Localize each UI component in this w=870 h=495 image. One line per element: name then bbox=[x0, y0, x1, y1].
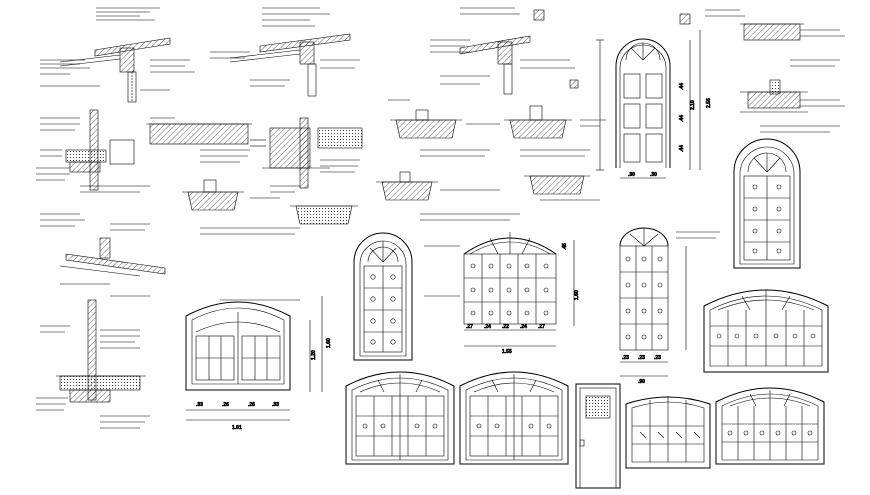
foundation-section-2 bbox=[740, 79, 845, 133]
grille-window-b: 1.60 .45 1.55 .27 .24 .22 .24 .27 bbox=[424, 232, 580, 355]
section-footing-1 bbox=[388, 99, 500, 157]
window-a-seg-2: .26 bbox=[222, 402, 229, 408]
window-b-height-label: 1.60 bbox=[574, 290, 580, 300]
window-a-seg-1: .33 bbox=[196, 402, 203, 408]
window-b-seg-2: .24 bbox=[484, 324, 491, 330]
arched-window-i bbox=[715, 387, 825, 465]
section-footing-6 bbox=[524, 175, 600, 201]
door-panel-width-label-2: .30 bbox=[650, 172, 657, 178]
section-column-detail bbox=[250, 117, 363, 189]
grille-window-c: .23 .23 .23 .90 bbox=[619, 227, 720, 385]
arched-window-g bbox=[459, 371, 569, 465]
section-strip-1 bbox=[146, 117, 252, 163]
section-footing-2 bbox=[504, 105, 606, 157]
door-panel-height-label-2: .44 bbox=[679, 115, 685, 122]
window-a-seg-4: .33 bbox=[272, 402, 279, 408]
door-panel-width-label-1: .30 bbox=[628, 172, 635, 178]
window-b-seg-5: .27 bbox=[538, 324, 545, 330]
wall-base-section bbox=[36, 109, 150, 193]
window-c-seg-2: .23 bbox=[638, 355, 645, 361]
window-c-seg-1: .23 bbox=[622, 355, 629, 361]
window-b-seg-3: .22 bbox=[502, 324, 509, 330]
window-b-seg-1: .27 bbox=[466, 324, 473, 330]
arched-window-d bbox=[733, 138, 801, 269]
roof-eave-section-2 bbox=[210, 7, 360, 97]
roof-eave-section-3 bbox=[430, 7, 579, 95]
panel-door: 2.10 2.56 .30 .30 .44 .44 .44 bbox=[596, 30, 712, 179]
door-panel-height-label-3: .44 bbox=[679, 145, 685, 152]
window-a-height-label: 1.20 bbox=[311, 350, 317, 360]
section-footing-5 bbox=[376, 171, 520, 221]
window-a-seg-3: .26 bbox=[248, 402, 255, 408]
roof-eave-section-1 bbox=[40, 7, 195, 103]
arched-window-h bbox=[625, 396, 711, 469]
window-a-width-label: 1.01 bbox=[232, 425, 242, 431]
window-a-total-height-label: 1.60 bbox=[326, 338, 332, 348]
window-c-width-label: .90 bbox=[638, 379, 645, 385]
window-b-seg-4: .24 bbox=[520, 324, 527, 330]
window-b-arch-label: .45 bbox=[562, 243, 568, 250]
flush-door bbox=[575, 383, 621, 489]
section-footing-4 bbox=[270, 185, 358, 225]
foundation-section-1 bbox=[679, 9, 845, 67]
arched-window-e bbox=[703, 289, 829, 373]
window-c-seg-3: .23 bbox=[654, 355, 661, 361]
arched-door-grille bbox=[353, 232, 413, 361]
section-footing-3 bbox=[182, 179, 300, 235]
window-b-width-label: 1.55 bbox=[502, 349, 512, 355]
door-panel-height-label-1: .44 bbox=[679, 83, 685, 90]
arched-window-a: 1.20 1.60 1.01 .33 .26 .26 .33 bbox=[185, 296, 332, 431]
column-base-section bbox=[36, 299, 150, 429]
arched-window-f bbox=[345, 371, 455, 465]
door-total-height-label: 2.10 bbox=[690, 100, 696, 110]
door-overall-height-label: 2.56 bbox=[706, 98, 712, 108]
roof-eave-section-4 bbox=[40, 213, 166, 297]
